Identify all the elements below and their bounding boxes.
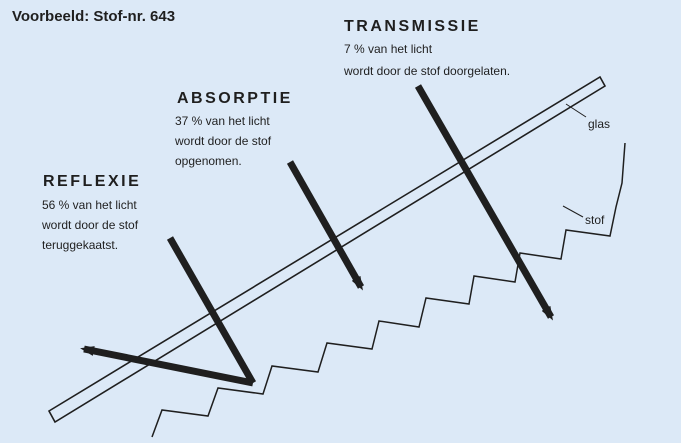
reflection-arrow [84, 349, 253, 383]
reflexie-heading: REFLEXIE [43, 173, 141, 191]
transmissie-line-2: wordt door de stof doorgelaten. [344, 61, 510, 81]
transmissie-line-1: 7 % van het licht [344, 39, 432, 59]
glass-pane [49, 77, 605, 422]
absorption-arrow [290, 162, 361, 287]
page-title: Voorbeeld: Stof-nr. 643 [12, 8, 175, 25]
reflexie-line-1: 56 % van het licht [42, 195, 137, 215]
absorptie-line-1: 37 % van het licht [175, 111, 270, 131]
transmission-arrow [418, 86, 551, 317]
glas-leader-line [566, 104, 586, 117]
reflexie-line-2: wordt door de stof [42, 215, 138, 235]
absorptie-line-2: wordt door de stof [175, 131, 271, 151]
fabric-staircase [152, 143, 625, 437]
absorptie-heading: ABSORPTIE [177, 90, 293, 108]
reflection-incident-line [170, 238, 253, 383]
absorptie-line-3: opgenomen. [175, 151, 242, 171]
stof-leader-line [563, 206, 583, 217]
reflexie-line-3: teruggekaatst. [42, 235, 118, 255]
glas-label: glas [588, 117, 610, 131]
stof-label: stof [585, 213, 604, 227]
transmissie-heading: TRANSMISSIE [344, 18, 481, 36]
